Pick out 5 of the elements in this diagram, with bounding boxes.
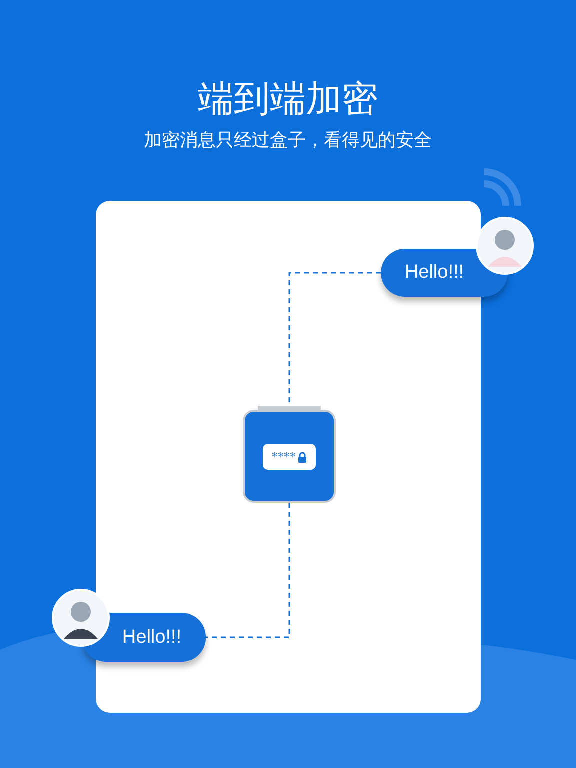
password-text: ****: [272, 450, 296, 464]
title: 端到端加密: [197, 78, 379, 122]
box-device: [243, 406, 336, 503]
subtitle: 加密消息只经过盒子，看得见的安全: [143, 129, 433, 153]
dashed-connector: [206, 503, 290, 638]
